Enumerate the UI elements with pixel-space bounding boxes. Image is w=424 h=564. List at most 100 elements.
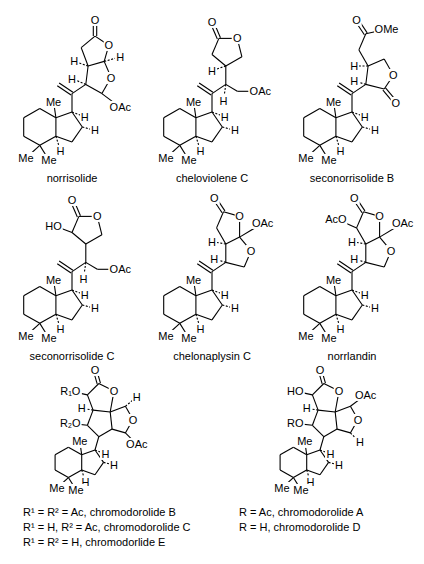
bond-line <box>56 112 72 118</box>
atom-label: H <box>90 302 100 314</box>
atom-label: O <box>390 97 401 109</box>
atom-label: Me <box>297 330 314 342</box>
bond-line <box>366 237 380 244</box>
atom-label: H <box>109 459 119 471</box>
bond-line <box>280 447 293 455</box>
bond-line <box>357 228 366 244</box>
bond-line <box>180 109 196 118</box>
atom-label: OAc <box>125 438 148 450</box>
bond-line <box>87 384 98 395</box>
atom-label: H <box>219 94 229 106</box>
bond-line <box>72 233 86 245</box>
bond-line <box>195 118 196 136</box>
atom-label: H <box>90 124 100 136</box>
bond-line <box>212 84 226 93</box>
bond-line <box>86 235 102 244</box>
bond-line <box>195 296 196 314</box>
bond-line <box>23 296 24 314</box>
bond-line <box>40 287 56 296</box>
bond-line <box>304 314 320 323</box>
atom-label: O <box>386 245 397 257</box>
bond-line <box>95 462 104 474</box>
atom-label: H <box>207 65 217 77</box>
bond-line <box>324 429 337 437</box>
bond-line <box>40 109 56 118</box>
atom-label: H <box>132 391 142 403</box>
atom-label: OAc <box>249 85 272 97</box>
atom-label: O <box>246 245 257 257</box>
bond-line <box>163 118 164 136</box>
atom-label: H <box>69 55 79 67</box>
bond-line <box>336 136 352 142</box>
bond-line <box>280 470 293 478</box>
bond-line <box>368 59 384 66</box>
bond-line <box>366 66 368 84</box>
bond-line <box>312 395 318 410</box>
substituent-key: R¹ = R² = Ac, chromodorolide B <box>22 506 177 518</box>
bond-line <box>87 395 93 410</box>
atom-label: O <box>353 414 364 426</box>
bond-line <box>196 314 212 320</box>
bond-line <box>24 314 40 323</box>
bond-line <box>196 136 212 142</box>
bond-line <box>211 272 212 290</box>
atom-label: Me <box>296 435 313 447</box>
atom-label: Me <box>325 274 342 286</box>
atom-label: O <box>128 414 139 426</box>
bond-line <box>337 264 351 273</box>
bond-line <box>56 290 72 296</box>
atom-label: Me <box>17 330 34 342</box>
atom-label: OAc <box>354 389 377 401</box>
bond-line <box>56 314 72 320</box>
bond-line <box>87 410 93 425</box>
bond-line <box>72 84 86 93</box>
bond-line <box>24 136 40 145</box>
bond-line <box>55 455 56 470</box>
atom-label: H <box>67 73 77 85</box>
atom-label: Me <box>320 332 337 344</box>
bond-line <box>307 450 320 455</box>
bond-line <box>226 237 240 244</box>
bond-line <box>320 314 336 323</box>
bond-line <box>320 287 336 296</box>
bond-line <box>59 261 73 270</box>
atom-label: O <box>67 194 78 206</box>
atom-label: OMe <box>374 23 400 35</box>
atom-label: O <box>106 71 117 83</box>
atom-label: Me <box>185 96 202 108</box>
bond-line <box>351 272 352 290</box>
bond-line <box>55 447 68 455</box>
bond-line <box>85 244 86 262</box>
bond-line <box>72 127 82 142</box>
bond-line <box>196 112 212 118</box>
atom-label: O <box>234 210 245 222</box>
atom-label: O <box>209 192 220 204</box>
bond-line <box>225 66 226 84</box>
bond-line <box>40 136 56 145</box>
atom-label: H <box>349 253 359 265</box>
atom-label: Me <box>320 154 337 166</box>
bond-line <box>335 296 336 314</box>
bond-line <box>86 262 98 269</box>
bond-line <box>57 264 71 273</box>
atom-label: Me <box>67 484 84 496</box>
bond-line <box>306 455 307 470</box>
bond-line <box>320 136 336 145</box>
bond-line <box>365 244 366 262</box>
atom-label: Me <box>40 154 57 166</box>
atom-label: Me <box>17 152 34 164</box>
bond-line <box>351 94 352 112</box>
bond-line <box>110 406 125 412</box>
bond-line <box>99 429 112 437</box>
compound-name: chelonaplysin C <box>172 350 252 362</box>
bond-line <box>81 455 82 470</box>
bond-line <box>87 425 98 436</box>
bond-line <box>112 429 125 433</box>
atom-label: O <box>109 385 120 397</box>
bond-line <box>217 228 226 244</box>
atom-label: H <box>220 111 230 123</box>
bond-line <box>337 429 350 433</box>
bond-line <box>197 86 211 95</box>
compound-name: norrlandin <box>327 350 378 362</box>
